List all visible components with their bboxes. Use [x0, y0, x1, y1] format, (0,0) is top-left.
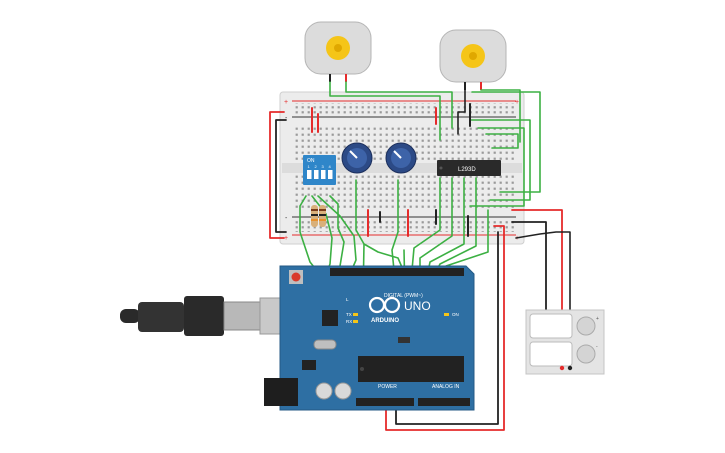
dip-num-1: 1 [308, 164, 311, 169]
arduino-logo-text: ARDUINO [371, 318, 399, 324]
arduino-logo: ARDUINO UNO [368, 296, 431, 324]
l293d-driver-chip[interactable]: L293D [437, 160, 501, 176]
driver-ic-label: L293D [458, 167, 476, 173]
battery-plus: + [596, 316, 599, 322]
rail-plus-top-right: + [515, 99, 519, 106]
battery-pack[interactable]: + - [525, 309, 605, 375]
wire-motor-right-a [457, 89, 466, 135]
dip-switch[interactable]: ON 1 2 3 4 [303, 155, 336, 185]
wire-gnd-black [395, 231, 499, 425]
dc-motor-left[interactable] [304, 21, 372, 82]
on-label: ON [452, 312, 459, 317]
rail-plus-top-left: + [284, 99, 288, 106]
rail-plus-bottom-left: + [284, 235, 288, 242]
digital-label: DIGITAL (PWM~) [384, 293, 423, 299]
arduino-uno[interactable]: DIGITAL (PWM~) ARDUINO UNO TX RX L ON P [120, 265, 475, 411]
analog-label: ANALOG IN [432, 384, 460, 390]
wire-motor-left-b [345, 81, 453, 129]
dip-num-2: 2 [315, 164, 318, 169]
dip-switch-on-label: ON [307, 158, 315, 164]
rail-minus-bottom-left: - [285, 215, 288, 222]
resistors[interactable] [311, 205, 326, 227]
power-label: POWER [378, 384, 397, 390]
wire-rail-jumper-black [275, 119, 287, 233]
potentiometer-right[interactable] [385, 142, 417, 174]
arduino-model-text: UNO [404, 299, 431, 313]
dc-motor-right[interactable] [439, 29, 507, 90]
rail-minus-top-left: - [285, 115, 288, 122]
l-label: L [346, 297, 349, 302]
wire-rail-jumper-red [269, 111, 285, 239]
wire-motor-right-c [471, 91, 541, 193]
dip-num-3: 3 [322, 164, 325, 169]
wire-motor-left-a [329, 81, 441, 141]
wire-5v-red [385, 225, 505, 431]
rx-label: RX [346, 319, 352, 324]
tx-label: TX [346, 312, 352, 317]
wire-motor-right-b [480, 89, 521, 143]
potentiometer-left[interactable] [341, 142, 373, 174]
usb-cable [120, 296, 281, 336]
dip-num-4: 4 [329, 164, 332, 169]
battery-minus: - [596, 344, 598, 350]
